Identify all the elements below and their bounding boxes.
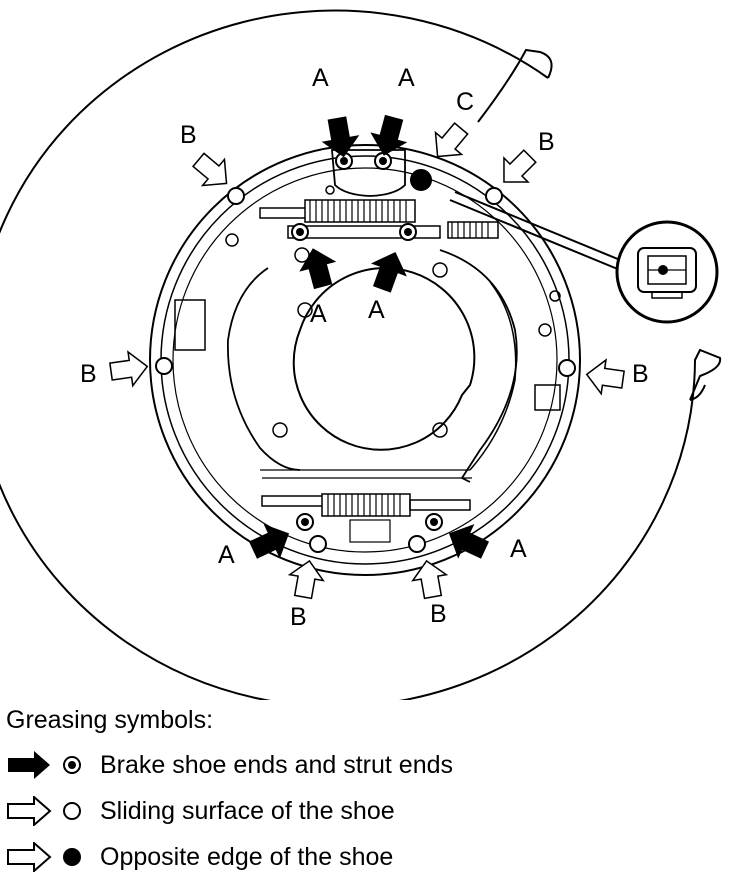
legend-label-shoe-ends: Brake shoe ends and strut ends: [100, 750, 454, 779]
backing-plate-outline: [0, 9, 722, 700]
detail-view: [615, 220, 719, 324]
left-holddown: [174, 299, 206, 351]
backing-plate-notch: [477, 48, 553, 123]
upper-return-spring: [259, 199, 416, 223]
greasing-legend: Greasing symbols: Brake shoe ends and st…: [6, 702, 746, 880]
label-b-middle-left: B: [80, 360, 97, 388]
legend-title: Greasing symbols:: [6, 706, 214, 734]
legend-item-opposite-edge: Opposite edge of the shoe: [6, 834, 746, 880]
label-a-top-right: A: [398, 64, 415, 92]
label-b-bottom-left: B: [290, 603, 307, 631]
label-b-upper-right: B: [538, 128, 555, 156]
legend-item-sliding-surface: Sliding surface of the shoe: [6, 788, 746, 834]
drum-outer-ring: [149, 144, 581, 576]
parking-lever: [469, 281, 517, 471]
label-b-upper-left: B: [180, 121, 197, 149]
anchor-plate: [331, 149, 406, 197]
lower-return-spring: [260, 469, 472, 543]
label-a-strut-right: A: [368, 296, 385, 324]
right-holddown: [534, 384, 561, 411]
detail-callout-line: [454, 191, 626, 263]
label-a-bottom-right: A: [510, 535, 527, 563]
legend-label-sliding-surface: Sliding surface of the shoe: [100, 796, 395, 825]
backing-plate-holes: [225, 185, 561, 438]
hub-opening: [292, 267, 476, 451]
grease-point-opposite-edge: [410, 169, 432, 191]
label-c-top: C: [456, 88, 474, 116]
label-a-strut-left: A: [310, 300, 327, 328]
grease-points-sliding-surface: [155, 187, 576, 553]
label-b-middle-right: B: [632, 360, 649, 388]
label-a-bottom-left: A: [218, 541, 235, 569]
legend-item-shoe-ends: Brake shoe ends and strut ends: [6, 742, 746, 788]
white-arrows: [107, 116, 627, 601]
backing-plate-notch-lower: [689, 384, 706, 401]
white-arrow-open-circle-icon: [7, 796, 81, 826]
strut-bar: [287, 221, 499, 239]
right-shoe-contour: [439, 249, 518, 483]
detail-callout-line-2: [449, 199, 621, 271]
legend-label-opposite-edge: Opposite edge of the shoe: [100, 842, 394, 871]
black-arrow-target-icon: [8, 751, 81, 779]
brake-assembly-diagram: A A C B B A A B B A A B B: [0, 9, 722, 700]
grease-points-shoe-ends: [291, 152, 443, 531]
shoe-web-ring: [172, 167, 558, 553]
white-arrow-filled-circle-icon: [7, 842, 81, 872]
label-b-bottom-right: B: [430, 600, 447, 628]
label-a-top-left: A: [312, 64, 329, 92]
left-shoe-contour: [227, 267, 301, 471]
